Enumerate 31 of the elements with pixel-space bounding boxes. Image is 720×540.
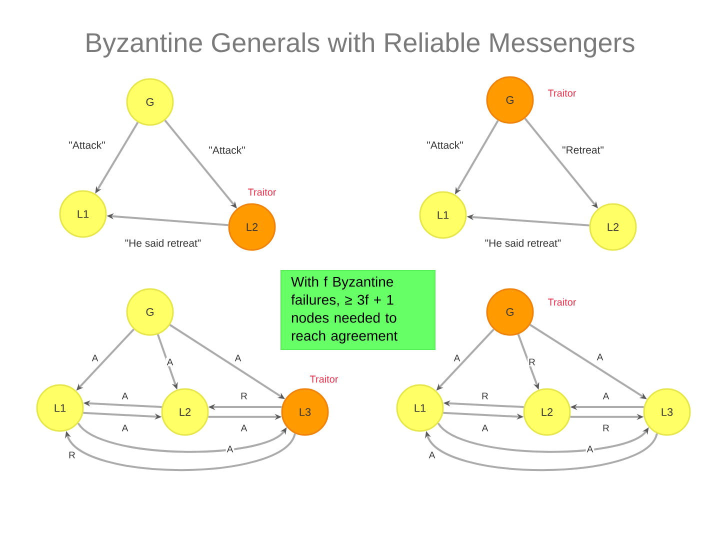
edge-label: A bbox=[586, 444, 594, 454]
edge-label: A bbox=[596, 352, 604, 362]
edge-label: "He said retreat" bbox=[484, 238, 562, 248]
node-caption: Traitor bbox=[548, 89, 576, 97]
edge-label: "Attack" bbox=[426, 140, 464, 150]
edge-label: R bbox=[240, 392, 248, 400]
edge-label: A bbox=[120, 424, 130, 432]
edge-label: A bbox=[428, 450, 436, 460]
edge-label: A bbox=[166, 358, 174, 366]
node-caption: Traitor bbox=[310, 375, 338, 383]
edge-label: "Attack" bbox=[68, 140, 106, 150]
edge-label: "Retreat" bbox=[561, 145, 605, 155]
edge-label: A bbox=[452, 354, 462, 362]
edge-label: R bbox=[528, 358, 536, 366]
edge-label: A bbox=[602, 392, 610, 400]
edge-label: A bbox=[234, 354, 242, 362]
arrow bbox=[437, 422, 649, 453]
note-box: With f Byzantine failures, ≥ 3f + 1 nodes needed to reach agreement bbox=[280, 270, 436, 350]
edge-label: R bbox=[480, 392, 490, 400]
edge-label: "Attack" bbox=[208, 145, 246, 155]
edge-label: A bbox=[240, 424, 248, 432]
edge-label: R bbox=[68, 450, 76, 460]
edge-label: A bbox=[90, 354, 100, 362]
title: Byzantine Generals with Reliable Messengers bbox=[86, 32, 634, 58]
arrow bbox=[77, 422, 287, 453]
edge-label: R bbox=[602, 424, 610, 432]
edge-label: A bbox=[226, 444, 234, 454]
node-caption: Traitor bbox=[548, 298, 576, 306]
node-caption: Traitor bbox=[248, 188, 276, 196]
edge-label: A bbox=[480, 424, 490, 432]
edge-label: "He said retreat" bbox=[124, 238, 202, 248]
